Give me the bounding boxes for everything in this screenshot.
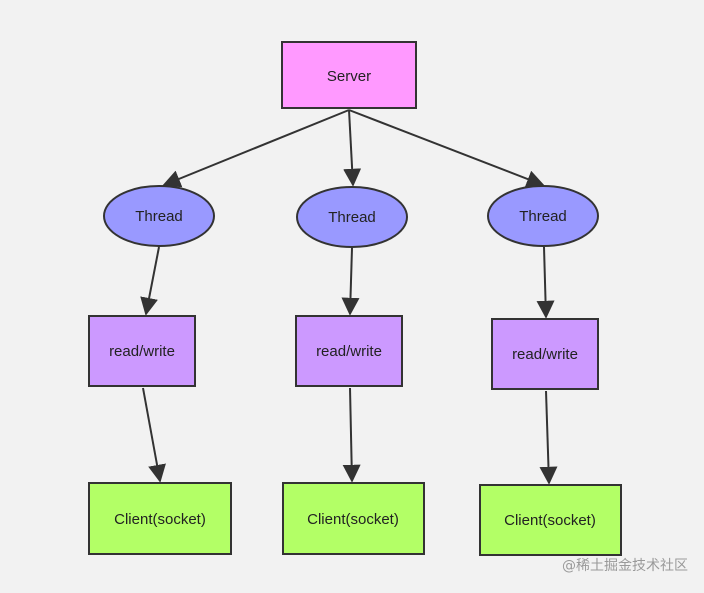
client-label: Client(socket): [504, 512, 596, 529]
io-box: [295, 315, 403, 387]
thread-node-1: Thread: [103, 185, 215, 247]
io-node-1: read/write: [88, 315, 196, 387]
thread-ellipse: [103, 185, 215, 247]
server-label: Server: [327, 68, 371, 85]
edge-thread-1-io-1: [140, 246, 160, 316]
io-node-3: read/write: [491, 318, 599, 390]
thread-node-2: Thread: [296, 186, 408, 248]
client-label: Client(socket): [114, 511, 206, 528]
edges: [140, 109, 558, 485]
io-label: read/write: [512, 346, 578, 363]
io-node-2: read/write: [295, 315, 403, 387]
thread-ellipse: [296, 186, 408, 248]
io-box: [88, 315, 196, 387]
watermark-text: @稀土掘金技术社区: [562, 558, 688, 574]
thread-label: Thread: [519, 208, 567, 225]
edge-thread-3-io-3: [536, 246, 555, 319]
edge-io-2-client-2: [342, 387, 361, 483]
client-node-3: Client(socket): [479, 484, 622, 556]
thread-node-3: Thread: [487, 185, 599, 247]
thread-label: Thread: [135, 208, 183, 225]
edge-server-thread-2: [343, 109, 362, 187]
thread-label: Thread: [328, 209, 376, 226]
edge-io-1-client-1: [142, 387, 166, 483]
client-box: [479, 484, 622, 556]
client-box: [282, 482, 425, 555]
edge-server-thread-3: [348, 109, 545, 188]
client-node-1: Client(socket): [88, 482, 232, 555]
edge-thread-2-io-2: [341, 247, 360, 316]
io-label: read/write: [316, 343, 382, 360]
thread-ellipse: [487, 185, 599, 247]
client-node-2: Client(socket): [282, 482, 425, 555]
edge-io-3-client-3: [539, 390, 558, 485]
client-box: [88, 482, 232, 555]
io-label: read/write: [109, 343, 175, 360]
server-node: Server: [281, 41, 417, 109]
io-box: [491, 318, 599, 390]
server-box: [281, 41, 417, 109]
client-label: Client(socket): [307, 511, 399, 528]
edge-server-thread-1: [162, 109, 350, 188]
